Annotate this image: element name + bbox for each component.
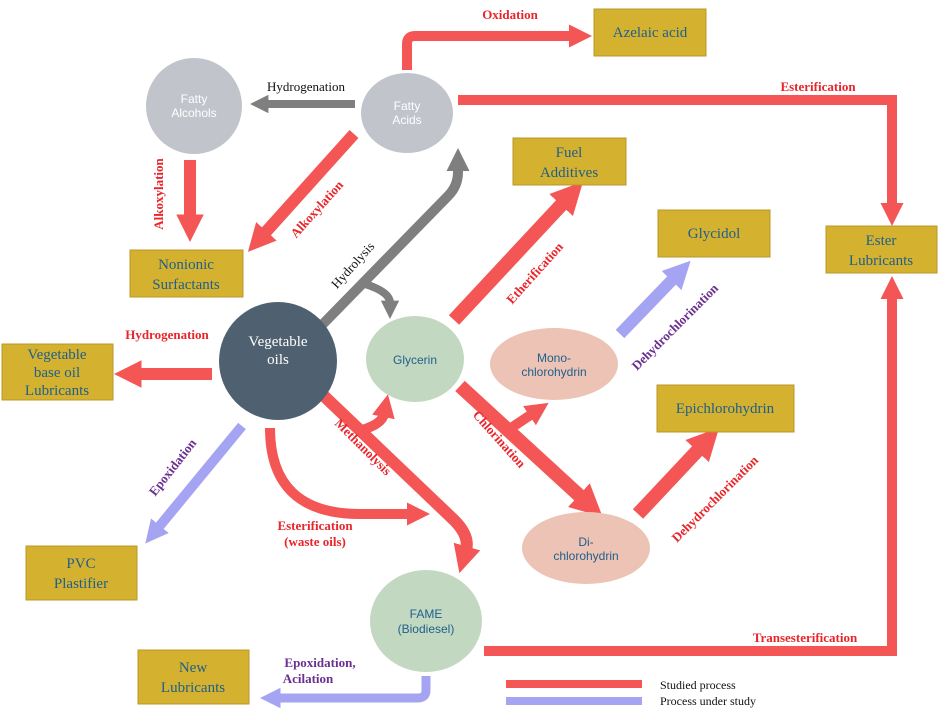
glycidol-label: Glycidol	[688, 226, 741, 242]
fatty-alcohols-label-2: Alcohols	[171, 106, 216, 120]
fame-node: FAME (Biodiesel)	[370, 570, 482, 672]
esterification-top-label: Esterification	[780, 79, 856, 94]
arrow-esterification-top	[458, 95, 904, 226]
fame-label-2: (Biodiesel)	[398, 622, 455, 636]
fuel-additives-label-2: Additives	[540, 165, 598, 181]
pvc-plastifier-box: PVC Plastifier	[25, 545, 138, 601]
vegetable-base-oil-label-1: Vegetable	[27, 347, 86, 363]
nonionic-surfactants-label-1: Nonionic	[158, 257, 214, 273]
vegetable-oils-label-2: oils	[267, 352, 289, 368]
pvc-plastifier-label-2: Plastifier	[54, 576, 108, 592]
vegetable-oils-node: Vegetable oils	[219, 302, 337, 420]
glycidol-box: Glycidol	[657, 209, 771, 258]
arrow-esterification-waste	[265, 427, 430, 526]
azelaic-acid-label: Azelaic acid	[613, 25, 688, 41]
arrow-dehydrochlorination-1	[615, 260, 691, 339]
arrow-epoxidation-acilation	[260, 676, 431, 709]
esterification-waste-label-2: (waste oils)	[284, 534, 346, 549]
nonionic-surfactants-box: Nonionic Surfactants	[129, 249, 244, 298]
dehydrochlorination-1-label: Dehydrochlorination	[628, 280, 721, 373]
fuel-additives-label-1: Fuel	[556, 145, 583, 161]
arrow-alkoxylation-diag	[247, 129, 359, 252]
oxidation-label: Oxidation	[482, 7, 538, 22]
arrow-methanolysis	[319, 391, 481, 574]
arrow-methanolysis-branch	[360, 394, 395, 435]
legend-under-study-label: Process under study	[660, 694, 756, 708]
fatty-alcohols-node: Fatty Alcohols	[146, 58, 242, 154]
fatty-acids-label-2: Acids	[392, 113, 421, 127]
arrow-etherification	[448, 181, 584, 325]
arrow-transesterification	[484, 276, 904, 656]
fame-label-1: FAME	[410, 607, 443, 621]
fatty-acids-label-1: Fatty	[394, 99, 421, 113]
epoxidation-acilation-label-1: Epoxidation,	[284, 655, 355, 670]
fatty-acids-node: Fatty Acids	[361, 73, 453, 153]
arrow-hydrolysis	[317, 148, 470, 330]
di-chlorohydrin-label-2: chlorohydrin	[553, 549, 618, 563]
ester-lubricants-label-2: Lubricants	[849, 253, 913, 269]
fatty-alcohols-label-1: Fatty	[181, 92, 208, 106]
legend-studied-swatch	[506, 680, 642, 688]
esterification-waste-label-1: Esterification	[277, 518, 353, 533]
vegetable-base-oil-label-3: Lubricants	[25, 383, 89, 399]
di-chlorohydrin-label-1: Di-	[578, 535, 593, 549]
alkoxylation-left-label: Alkoxylation	[151, 157, 166, 229]
vegetable-oils-label-1: Vegetable	[248, 334, 307, 350]
di-chlorohydrin-node: Di- chlorohydrin	[522, 512, 650, 584]
glycerin-label: Glycerin	[393, 353, 437, 367]
arrow-oxidation	[402, 24, 592, 70]
new-lubricants-label-2: Lubricants	[161, 680, 225, 696]
epichlorohydrin-label: Epichlorohydrin	[676, 401, 775, 417]
new-lubricants-label-1: New	[179, 660, 207, 676]
arrow-hydrolysis-branch	[363, 280, 400, 319]
hydrogenation-left-label: Hydrogenation	[125, 327, 209, 342]
transesterification-label: Transesterification	[753, 630, 858, 645]
ester-lubricants-box: Ester Lubricants	[825, 225, 938, 274]
mono-chlorohydrin-node: Mono- chlorohydrin	[490, 328, 618, 400]
arrow-chlorination	[455, 380, 603, 517]
arrow-chlorination-branch	[505, 402, 549, 435]
nonionic-surfactants-label-2: Surfactants	[152, 277, 220, 293]
azelaic-acid-box: Azelaic acid	[593, 8, 707, 57]
mono-chlorohydrin-label-2: chlorohydrin	[521, 365, 586, 379]
vegetable-base-oil-label-2: base oil	[34, 365, 80, 381]
vegetable-base-oil-box: Vegetable base oil Lubricants	[1, 343, 114, 401]
legend: Studied process Process under study	[506, 678, 756, 708]
mono-chlorohydrin-label-1: Mono-	[537, 351, 571, 365]
hydrogenation-top-label: Hydrogenation	[267, 79, 345, 94]
ester-lubricants-label-1: Ester	[866, 233, 897, 249]
legend-under-study-swatch	[506, 697, 642, 705]
fuel-additives-box: Fuel Additives	[512, 137, 627, 186]
arrow-dehydrochlorination-2	[632, 427, 720, 519]
glycerin-node: Glycerin	[366, 316, 464, 402]
epichlorohydrin-box: Epichlorohydrin	[656, 384, 795, 433]
new-lubricants-box: New Lubricants	[137, 649, 250, 705]
pvc-plastifier-label-1: PVC	[66, 556, 95, 572]
arrows	[114, 24, 904, 709]
alkoxylation-diag-label: Alkoxylation	[287, 177, 347, 241]
arrow-epoxidation	[145, 422, 246, 544]
legend-studied-label: Studied process	[660, 678, 736, 692]
epoxidation-acilation-label-2: Acilation	[283, 671, 334, 686]
